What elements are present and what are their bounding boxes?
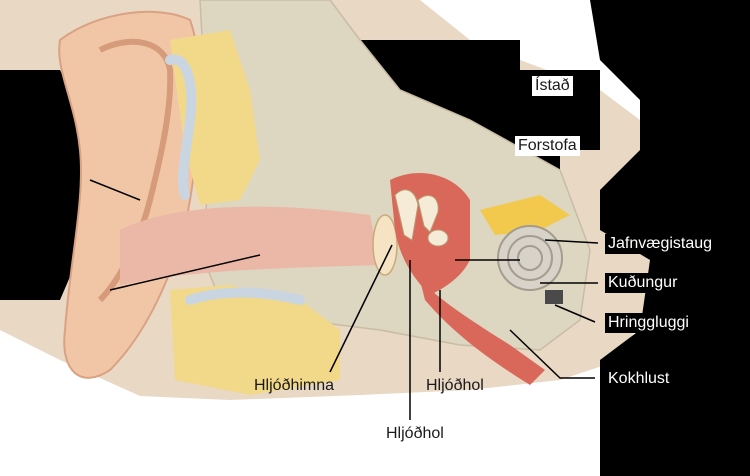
cartilage-upper [165,54,197,200]
label-kokhlust: Kokhlust [605,369,673,389]
label-hljodhol-middle: Hljóðhol [426,377,484,394]
leader-hljodhimna [329,244,393,373]
ear-canal [120,206,380,285]
auricle [58,10,201,379]
lower-fat-tissue [170,285,340,395]
label-hljodhimna: Hljóðhimna [254,377,335,394]
leader-auricle [89,179,141,201]
label-hljodhol-bottom: Hljóðhol [386,425,444,442]
leader-jafnvaegistaug [544,239,599,244]
label-kudungur: Kuðungur [605,273,681,293]
eardrum [372,214,398,276]
leader-hringgluggi [554,304,596,323]
cochlea-spiral [507,235,553,281]
cochlea-spiral-inner [517,245,543,271]
label-istad: Ístað [532,76,573,96]
stapes [427,229,449,247]
label-jafnvaegistaug: Jafnvægistaug [605,234,716,254]
leader-kokhlust [509,329,595,379]
label-forstofa: Forstofa [515,136,580,156]
leader-lines [89,84,599,420]
vestibular-nerve [480,195,570,235]
label-hringgluggi: Hringgluggi [605,313,692,333]
leader-canal [109,254,261,291]
round-window [545,290,563,304]
eustachian-tube [420,280,545,385]
incus [417,195,439,233]
cartilage-lower [185,287,305,305]
left-black-region [0,70,90,300]
malleus [394,189,419,241]
